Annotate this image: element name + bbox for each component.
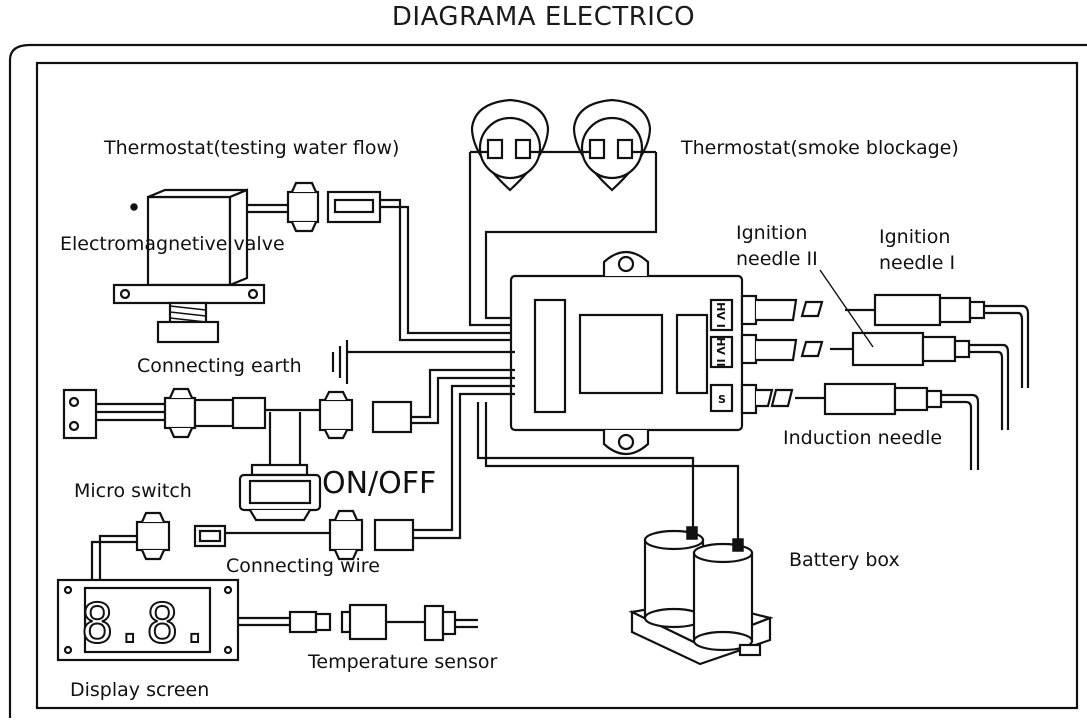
label-temperature-sensor: Temperature sensor bbox=[307, 651, 498, 673]
temperature-sensor bbox=[238, 603, 478, 642]
display-screen: 8.8. bbox=[56, 578, 240, 662]
battery-box bbox=[476, 402, 774, 666]
connecting-wire-connectors bbox=[135, 509, 415, 561]
label-ignition-1-line1: Ignition bbox=[879, 226, 950, 248]
outer-frame-top bbox=[8, 43, 1087, 61]
display-digits: 8.8. bbox=[81, 592, 211, 655]
micro-switch-connector bbox=[163, 387, 267, 439]
ignition-needle-1 bbox=[740, 293, 1030, 388]
electromagnetic-valve bbox=[112, 188, 288, 344]
terminal-hv2: HV II bbox=[714, 337, 727, 367]
micro-switch bbox=[62, 388, 165, 440]
controller-box: HV I HV II S bbox=[509, 250, 744, 456]
inner-frame bbox=[35, 61, 1079, 710]
induction-needle bbox=[740, 382, 980, 470]
thermostat-water-flow bbox=[470, 98, 550, 192]
label-connecting-earth: Connecting earth bbox=[137, 355, 302, 377]
diagram-title: DIAGRAMA ELECTRICO bbox=[391, 2, 696, 32]
label-ignition-2-line1: Ignition bbox=[736, 222, 807, 244]
earth-symbol bbox=[331, 340, 515, 384]
label-ignition-1-line2: needle I bbox=[879, 252, 955, 274]
on-off-switch bbox=[238, 412, 322, 522]
label-battery-box: Battery box bbox=[789, 549, 900, 571]
label-display-screen: Display screen bbox=[70, 679, 209, 701]
terminal-s: S bbox=[718, 393, 726, 406]
terminal-hv1: HV I bbox=[714, 302, 727, 328]
label-electromagnetic-valve: Electromagnetive valve bbox=[60, 233, 285, 255]
label-ignition-2-line2: needle II bbox=[736, 248, 818, 270]
label-thermostat-smoke: Thermostat(smoke blockage) bbox=[680, 137, 959, 159]
label-thermostat-water: Thermostat(testing water flow) bbox=[103, 137, 399, 159]
label-on-off: ON/OFF bbox=[322, 466, 436, 501]
valve-connector bbox=[286, 181, 382, 233]
pointer-ignition-2 bbox=[819, 269, 874, 348]
label-micro-switch: Micro switch bbox=[74, 480, 192, 502]
ignition-needle-2 bbox=[740, 331, 1010, 430]
label-connecting-wire: Connecting wire bbox=[226, 555, 380, 577]
thermostat-smoke-blockage bbox=[530, 98, 656, 192]
label-induction-needle: Induction needle bbox=[783, 427, 942, 449]
switch-connector-2 bbox=[318, 390, 413, 440]
